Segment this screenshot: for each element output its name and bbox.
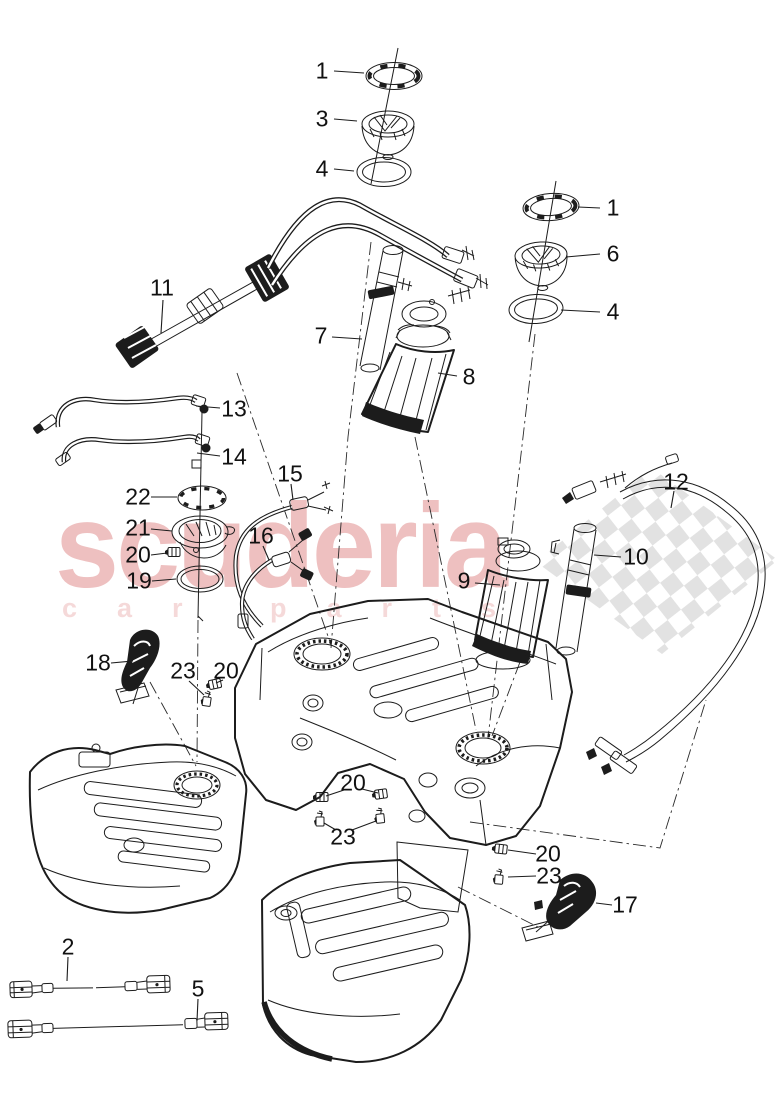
callout-21: 21 — [125, 514, 151, 541]
callout-6: 6 — [606, 240, 620, 267]
callout-leader-11 — [160, 299, 164, 334]
callout-leader-16 — [262, 545, 270, 561]
callout-11: 11 — [150, 274, 174, 301]
callout-23: 23 — [170, 657, 196, 684]
watermark-brand-text: scuderia — [55, 479, 509, 613]
callout-1: 1 — [315, 57, 329, 84]
callout-leader-20 — [150, 552, 168, 556]
callout-leader-20 — [507, 849, 537, 855]
callout-20: 20 — [213, 657, 239, 684]
callout-leader-2 — [66, 956, 69, 982]
callout-22: 22 — [125, 483, 151, 510]
callout-16: 16 — [248, 522, 274, 549]
callout-leader-23 — [351, 820, 377, 831]
clip-20 — [370, 788, 389, 801]
callout-leader-5 — [196, 998, 199, 1022]
harness-11 — [115, 197, 489, 368]
pump-flange-21 — [171, 459, 235, 559]
callout-12: 12 — [663, 468, 689, 495]
callout-leader-23 — [507, 875, 537, 878]
callout-10: 10 — [623, 543, 649, 570]
o-ring-19 — [176, 565, 224, 593]
callout-leader-23 — [323, 822, 337, 831]
fuel-line-13 — [33, 394, 209, 434]
callout-leader-7 — [331, 336, 363, 340]
callout-leader-13 — [195, 405, 221, 409]
callout-3: 3 — [315, 105, 329, 132]
clip-23 — [492, 868, 505, 885]
fuel-level-sender-7 — [359, 245, 413, 373]
callout-leader-15 — [290, 483, 294, 501]
callout-leader-6 — [565, 253, 601, 258]
callout-leader-20 — [215, 679, 224, 684]
callout-leader-lines — [66, 70, 675, 1022]
checkered-flag-graphic — [536, 468, 777, 654]
callout-7: 7 — [314, 322, 328, 349]
vent-line-12 — [562, 453, 766, 775]
callout-23: 23 — [330, 823, 356, 850]
fuel-tank-left-drawing — [28, 743, 248, 914]
callout-leader-20 — [325, 789, 345, 797]
callout-8: 8 — [462, 363, 476, 390]
callout-leader-14 — [196, 452, 221, 457]
callout-13: 13 — [221, 395, 247, 422]
callout-leader-18 — [110, 660, 134, 664]
callout-20: 20 — [535, 840, 561, 867]
callout-leader-1 — [577, 206, 601, 209]
callout-leader-23 — [188, 680, 205, 696]
fuel-level-sender-10 — [550, 523, 597, 656]
cable-5 — [7, 1011, 229, 1039]
callout-5: 5 — [191, 975, 205, 1002]
cable-2 — [9, 974, 171, 999]
fuel-tank-main-drawing — [234, 598, 573, 846]
callout-1: 1 — [606, 194, 620, 221]
watermark: scuderia car parts — [55, 468, 777, 654]
fuel-line-14 — [55, 433, 211, 467]
seal-ring-4-top — [356, 157, 412, 187]
callout-20: 20 — [125, 541, 151, 568]
stack-axis-lines — [197, 47, 557, 622]
callout-20: 20 — [340, 769, 366, 796]
callout-leader-20 — [361, 788, 379, 794]
callout-leader-4 — [333, 168, 355, 172]
callout-9: 9 — [457, 567, 471, 594]
callout-4: 4 — [315, 155, 329, 182]
callout-2: 2 — [61, 933, 75, 960]
callout-leader-4 — [560, 309, 601, 313]
callout-leader-17 — [595, 902, 613, 906]
callout-23: 23 — [536, 862, 562, 889]
callout-leader-21 — [150, 528, 173, 532]
callout-leader-19 — [151, 578, 177, 582]
callout-leader-8 — [437, 372, 458, 377]
fuel-pump-8 — [361, 286, 471, 434]
callout-leader-1 — [333, 70, 365, 74]
callout-18: 18 — [85, 649, 111, 676]
clip-20 — [491, 843, 508, 855]
callout-17: 17 — [612, 891, 638, 918]
flange-cap-3 — [361, 110, 415, 160]
vent-valve-16 — [237, 528, 314, 641]
callout-14: 14 — [221, 443, 247, 470]
ring-22 — [177, 485, 227, 511]
strap-18 — [115, 629, 160, 705]
clip-23 — [313, 810, 325, 827]
callout-leader-3 — [333, 118, 358, 122]
vent-valve-15 — [233, 480, 334, 628]
fuel-tank-bottom-drawing — [261, 841, 471, 1063]
callout-19: 19 — [126, 567, 152, 594]
watermark-tagline-text: car parts — [62, 593, 536, 623]
callout-4: 4 — [606, 298, 620, 325]
callout-15: 15 — [277, 460, 303, 487]
callout-leader-9 — [474, 582, 501, 586]
locking-ring-1-right — [520, 189, 582, 225]
callout-leader-12 — [670, 490, 675, 509]
fuel-pump-9 — [472, 537, 549, 670]
callout-leader-10 — [593, 554, 622, 558]
strap-17 — [521, 873, 597, 942]
